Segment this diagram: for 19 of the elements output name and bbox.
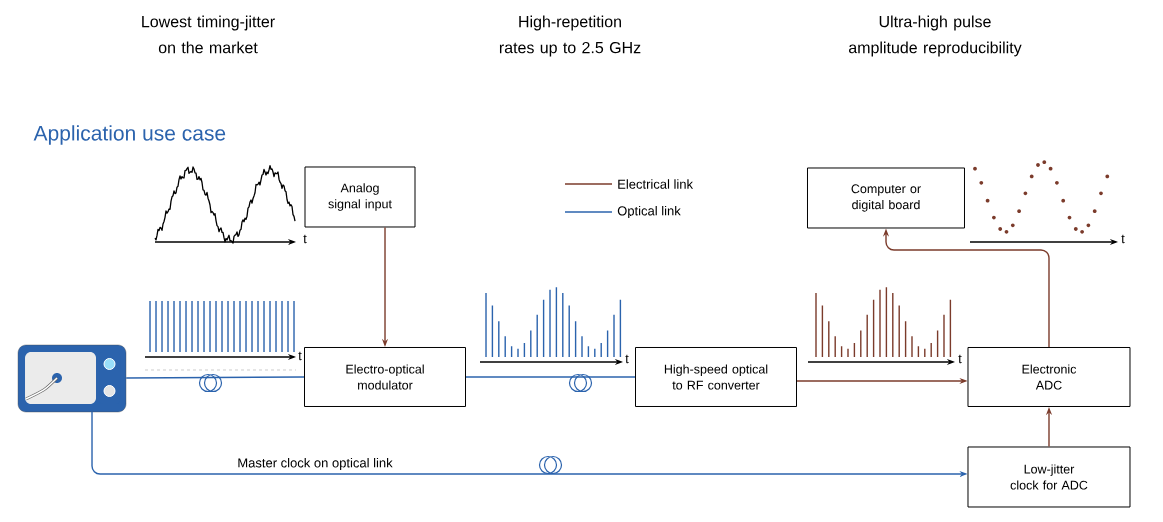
- section-title: Application use case: [33, 125, 226, 145]
- edge-label: Master clock on optical link: [236, 456, 394, 472]
- heading: Lowest timing-jitter on the market: [142, 15, 275, 54]
- process-box: Electro-optical modulator: [304, 347, 466, 407]
- process-box: Analog signal input: [304, 166, 416, 228]
- process-box: High-speed optical to RF converter: [635, 347, 797, 407]
- process-box: Low-jitter clock for ADC: [967, 446, 1131, 508]
- process-box: Electronic ADC: [967, 347, 1131, 407]
- axis-label: t: [303, 234, 307, 244]
- heading: Ultra-high pulse amplitude reproducibility: [848, 15, 1022, 57]
- process-box: Computer or digital board: [807, 167, 965, 229]
- heading: High-repetition rates up to 2.5 GHz: [499, 15, 641, 57]
- connector-line: [125, 376, 305, 379]
- legend-label: Optical link: [617, 205, 681, 219]
- legend-label: Electrical link: [618, 179, 694, 189]
- axis-label: t: [1121, 234, 1125, 244]
- axis-label: t: [625, 354, 629, 364]
- connector-line: [465, 376, 636, 378]
- laser-device-drawing: [17, 344, 127, 413]
